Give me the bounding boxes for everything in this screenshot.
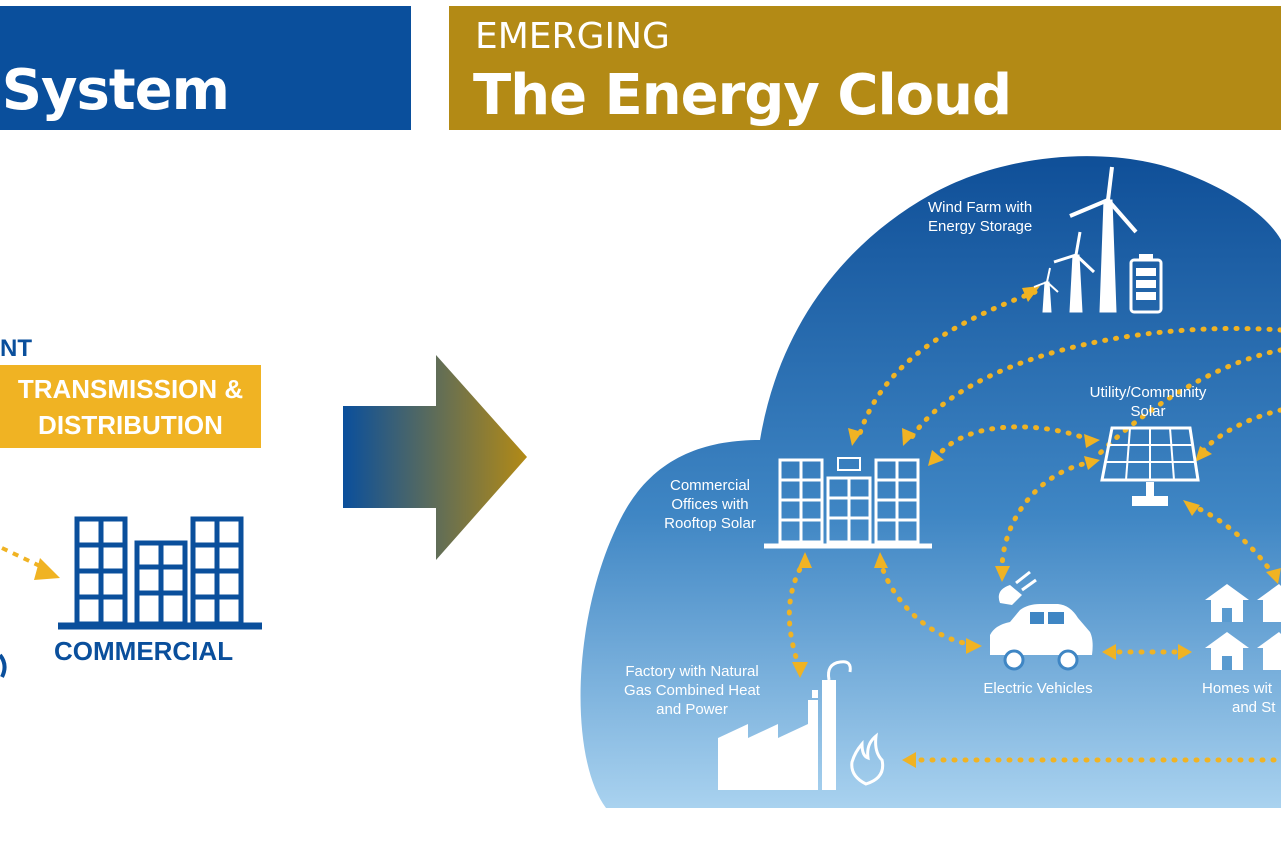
factory-label-line3: and Power xyxy=(656,701,728,718)
energy-cloud-banner: EMERGING The Energy Cloud xyxy=(449,6,1281,130)
partial-icon xyxy=(0,653,7,678)
emerging-label: EMERGING xyxy=(475,16,670,57)
flow-arrowheads xyxy=(792,286,1281,768)
homes-label-line1: Homes wit xyxy=(1202,680,1273,697)
electric-vehicles-label: Electric Vehicles xyxy=(983,680,1093,697)
factory-label-line1: Factory with Natural xyxy=(625,663,759,680)
factory-icon xyxy=(718,660,852,790)
battery-icon xyxy=(1129,254,1163,314)
partial-plant-label: NT xyxy=(0,335,32,362)
energy-cloud-title: The Energy Cloud xyxy=(473,63,1012,128)
commercial-offices-label-line3: Rooftop Solar xyxy=(664,515,756,532)
utility-solar-label-line1: Utility/Community xyxy=(1089,384,1207,401)
solar-panel-icon xyxy=(1100,426,1200,506)
homes-icon xyxy=(1205,584,1281,670)
legacy-system-banner: y System xyxy=(0,6,411,130)
energy-cloud-shape xyxy=(580,156,1281,809)
wind-farm-label: Wind Farm with Energy Storage xyxy=(928,198,1032,236)
flame-icon xyxy=(850,732,885,786)
commercial-building-icon xyxy=(58,516,262,630)
homes-label: Homes wit and St xyxy=(1202,679,1275,717)
wind-farm-label-line1: Wind Farm with xyxy=(928,199,1033,216)
transmission-label: TRANSMISSION & xyxy=(17,374,244,404)
commercial-offices-label: Commercial Offices with Rooftop Solar xyxy=(652,476,768,533)
homes-label-line2: and St xyxy=(1232,699,1276,716)
wind-farm-label-line2: Energy Storage xyxy=(928,218,1033,235)
commercial-offices-icon xyxy=(764,457,932,549)
transmission-distribution-box: TRANSMISSION & DISTRIBUTION xyxy=(0,365,261,448)
commercial-offices-label-line1: Commercial xyxy=(669,477,750,494)
left-flow-arrow xyxy=(1,546,60,580)
commercial-label: COMMERCIAL xyxy=(54,636,234,666)
distribution-label: DISTRIBUTION xyxy=(38,410,223,440)
electric-vehicle-icon xyxy=(990,570,1093,671)
transition-arrow xyxy=(343,355,527,560)
wind-turbine-icon xyxy=(1033,166,1138,313)
utility-solar-label: Utility/Community Solar xyxy=(1078,383,1218,421)
factory-label-line2: Gas Combined Heat xyxy=(624,682,760,699)
utility-solar-label-line2: Solar xyxy=(1130,403,1166,420)
legacy-system-title: y System xyxy=(0,58,230,123)
commercial-offices-label-line2: Offices with xyxy=(671,496,749,513)
factory-label: Factory with Natural Gas Combined Heat a… xyxy=(608,662,776,719)
